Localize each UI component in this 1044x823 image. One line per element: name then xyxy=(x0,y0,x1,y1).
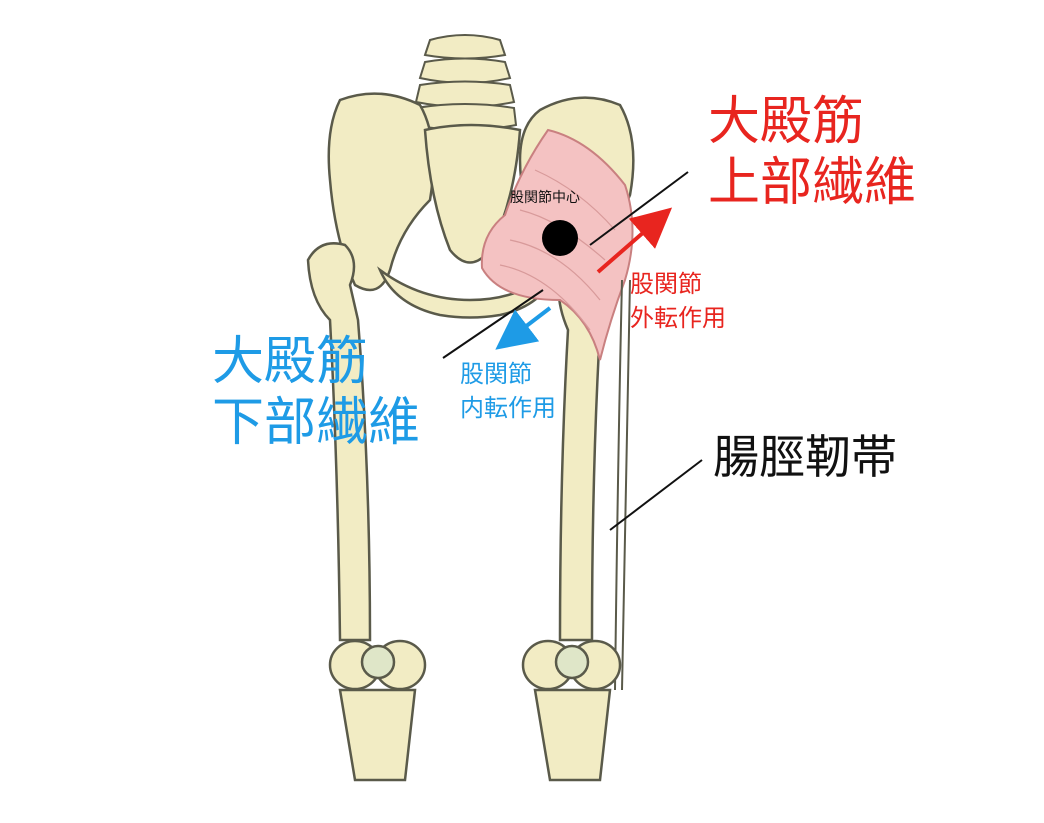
left-knee xyxy=(328,639,427,691)
lumbar-vertebrae xyxy=(412,34,518,131)
iliotibial-band xyxy=(614,279,631,691)
label-hip-abduction: 股関節 外転作用 xyxy=(630,270,726,332)
label-iliotibial-band: 腸脛靭帯 xyxy=(713,430,897,484)
left-ilium xyxy=(327,92,435,292)
label-gluteus-lower-fibers: 大殿筋 下部繊維 xyxy=(212,332,421,454)
leader-line-lower-fibers xyxy=(442,289,544,359)
leader-line-iliotibial-band xyxy=(609,459,703,531)
left-femur xyxy=(306,242,372,642)
hip-center-dot xyxy=(542,220,578,256)
label-hip-adduction: 股関節 内転作用 xyxy=(460,360,556,422)
abduction-arrow xyxy=(596,207,673,274)
lower-leg-bones xyxy=(338,688,612,782)
label-hip-center: 股関節中心 xyxy=(510,190,580,206)
label-gluteus-upper-fibers: 大殿筋 上部繊維 xyxy=(708,92,917,214)
adduction-arrow xyxy=(495,306,552,350)
right-knee xyxy=(521,639,622,691)
